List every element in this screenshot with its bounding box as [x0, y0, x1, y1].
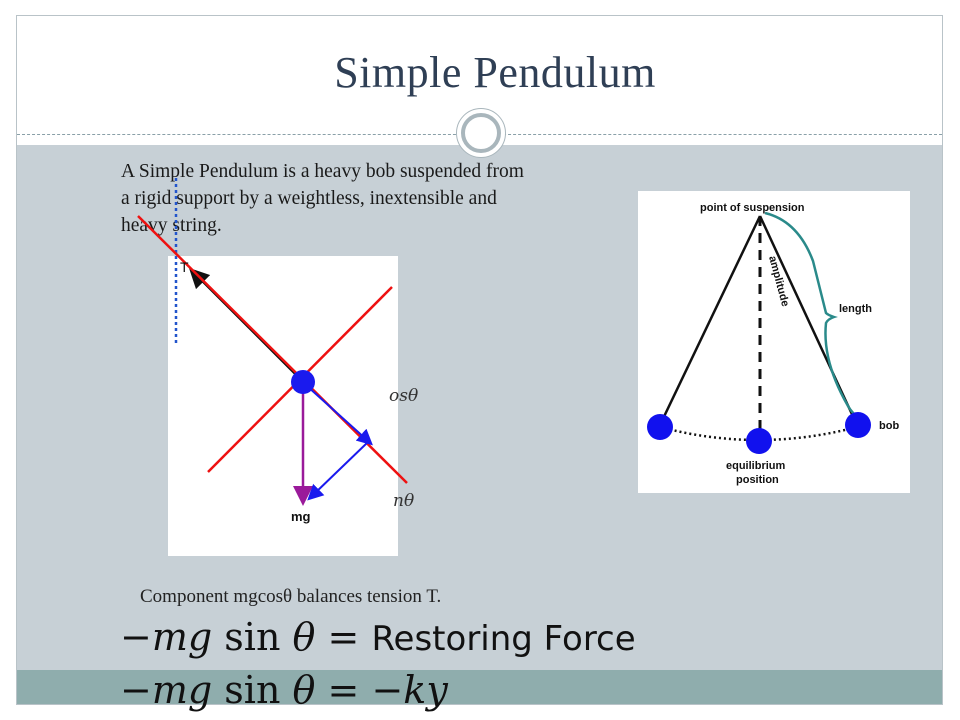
sin-component-arrow — [307, 441, 369, 501]
eq-mg: mg — [151, 668, 213, 712]
slide-frame — [16, 15, 943, 705]
cos-label-partial: osθ — [389, 386, 418, 406]
theta-symbol: θ — [403, 491, 415, 511]
definition-text: A Simple Pendulum is a heavy bob suspend… — [121, 158, 681, 239]
eq-sin: sin — [224, 668, 281, 712]
caption-text: Component mgcosθ balances tension T. — [140, 586, 442, 607]
length-bracket — [764, 211, 859, 419]
equilibrium-label-line1: equilibrium — [726, 460, 786, 472]
pendulum-diagram-svg: point of suspension amplitude length bob… — [647, 202, 899, 486]
eq-mg: mg — [151, 615, 213, 659]
equation-restoring-force: −mg sin θ = Restoring Force — [120, 615, 636, 659]
force-diagram-image — [168, 256, 398, 556]
length-label: length — [839, 303, 872, 315]
cos-component-arrow — [306, 385, 373, 446]
circle-ornament — [456, 108, 506, 158]
eq-rhs: ky — [403, 668, 448, 712]
tension-label: T — [180, 259, 189, 275]
eq-sin: sin — [224, 615, 281, 659]
theta-symbol: θ — [407, 386, 419, 406]
circle-ornament-inner — [461, 113, 501, 153]
eq-theta: θ — [292, 615, 316, 659]
definition-line: heavy string. — [121, 215, 222, 236]
bob-label: bob — [879, 420, 899, 432]
minus-sign: − — [120, 615, 152, 659]
eq-equals: = — [327, 668, 360, 712]
minus-sign: − — [120, 668, 152, 712]
equilibrium-label-line2: position — [736, 474, 779, 486]
left-string — [658, 215, 762, 426]
pendulum-diagram-image — [638, 191, 910, 493]
suspension-label: point of suspension — [700, 202, 805, 214]
left-bob — [647, 414, 673, 440]
definition-line: a rigid support by a weightless, inexten… — [121, 188, 497, 209]
equation-hooke: −mg sin θ = −ky — [120, 668, 448, 712]
eq-equals: = — [327, 615, 360, 659]
center-bob — [746, 428, 772, 454]
pendulum-bob — [291, 370, 315, 394]
definition-line: A Simple Pendulum is a heavy bob suspend… — [121, 161, 524, 182]
sin-label-partial: nθ — [393, 491, 414, 511]
eq-rhs: Restoring Force — [371, 619, 636, 659]
eq-rhs-sign: − — [371, 668, 404, 712]
eq-theta: θ — [292, 668, 316, 712]
weight-label: mg — [291, 509, 311, 524]
right-bob — [845, 412, 871, 438]
cos-label-text: os — [389, 386, 408, 406]
sin-label-text: n — [393, 491, 404, 511]
slide-title: Simple Pendulum — [334, 48, 656, 97]
amplitude-label: amplitude — [766, 255, 791, 308]
slide-footer-band — [17, 670, 942, 704]
